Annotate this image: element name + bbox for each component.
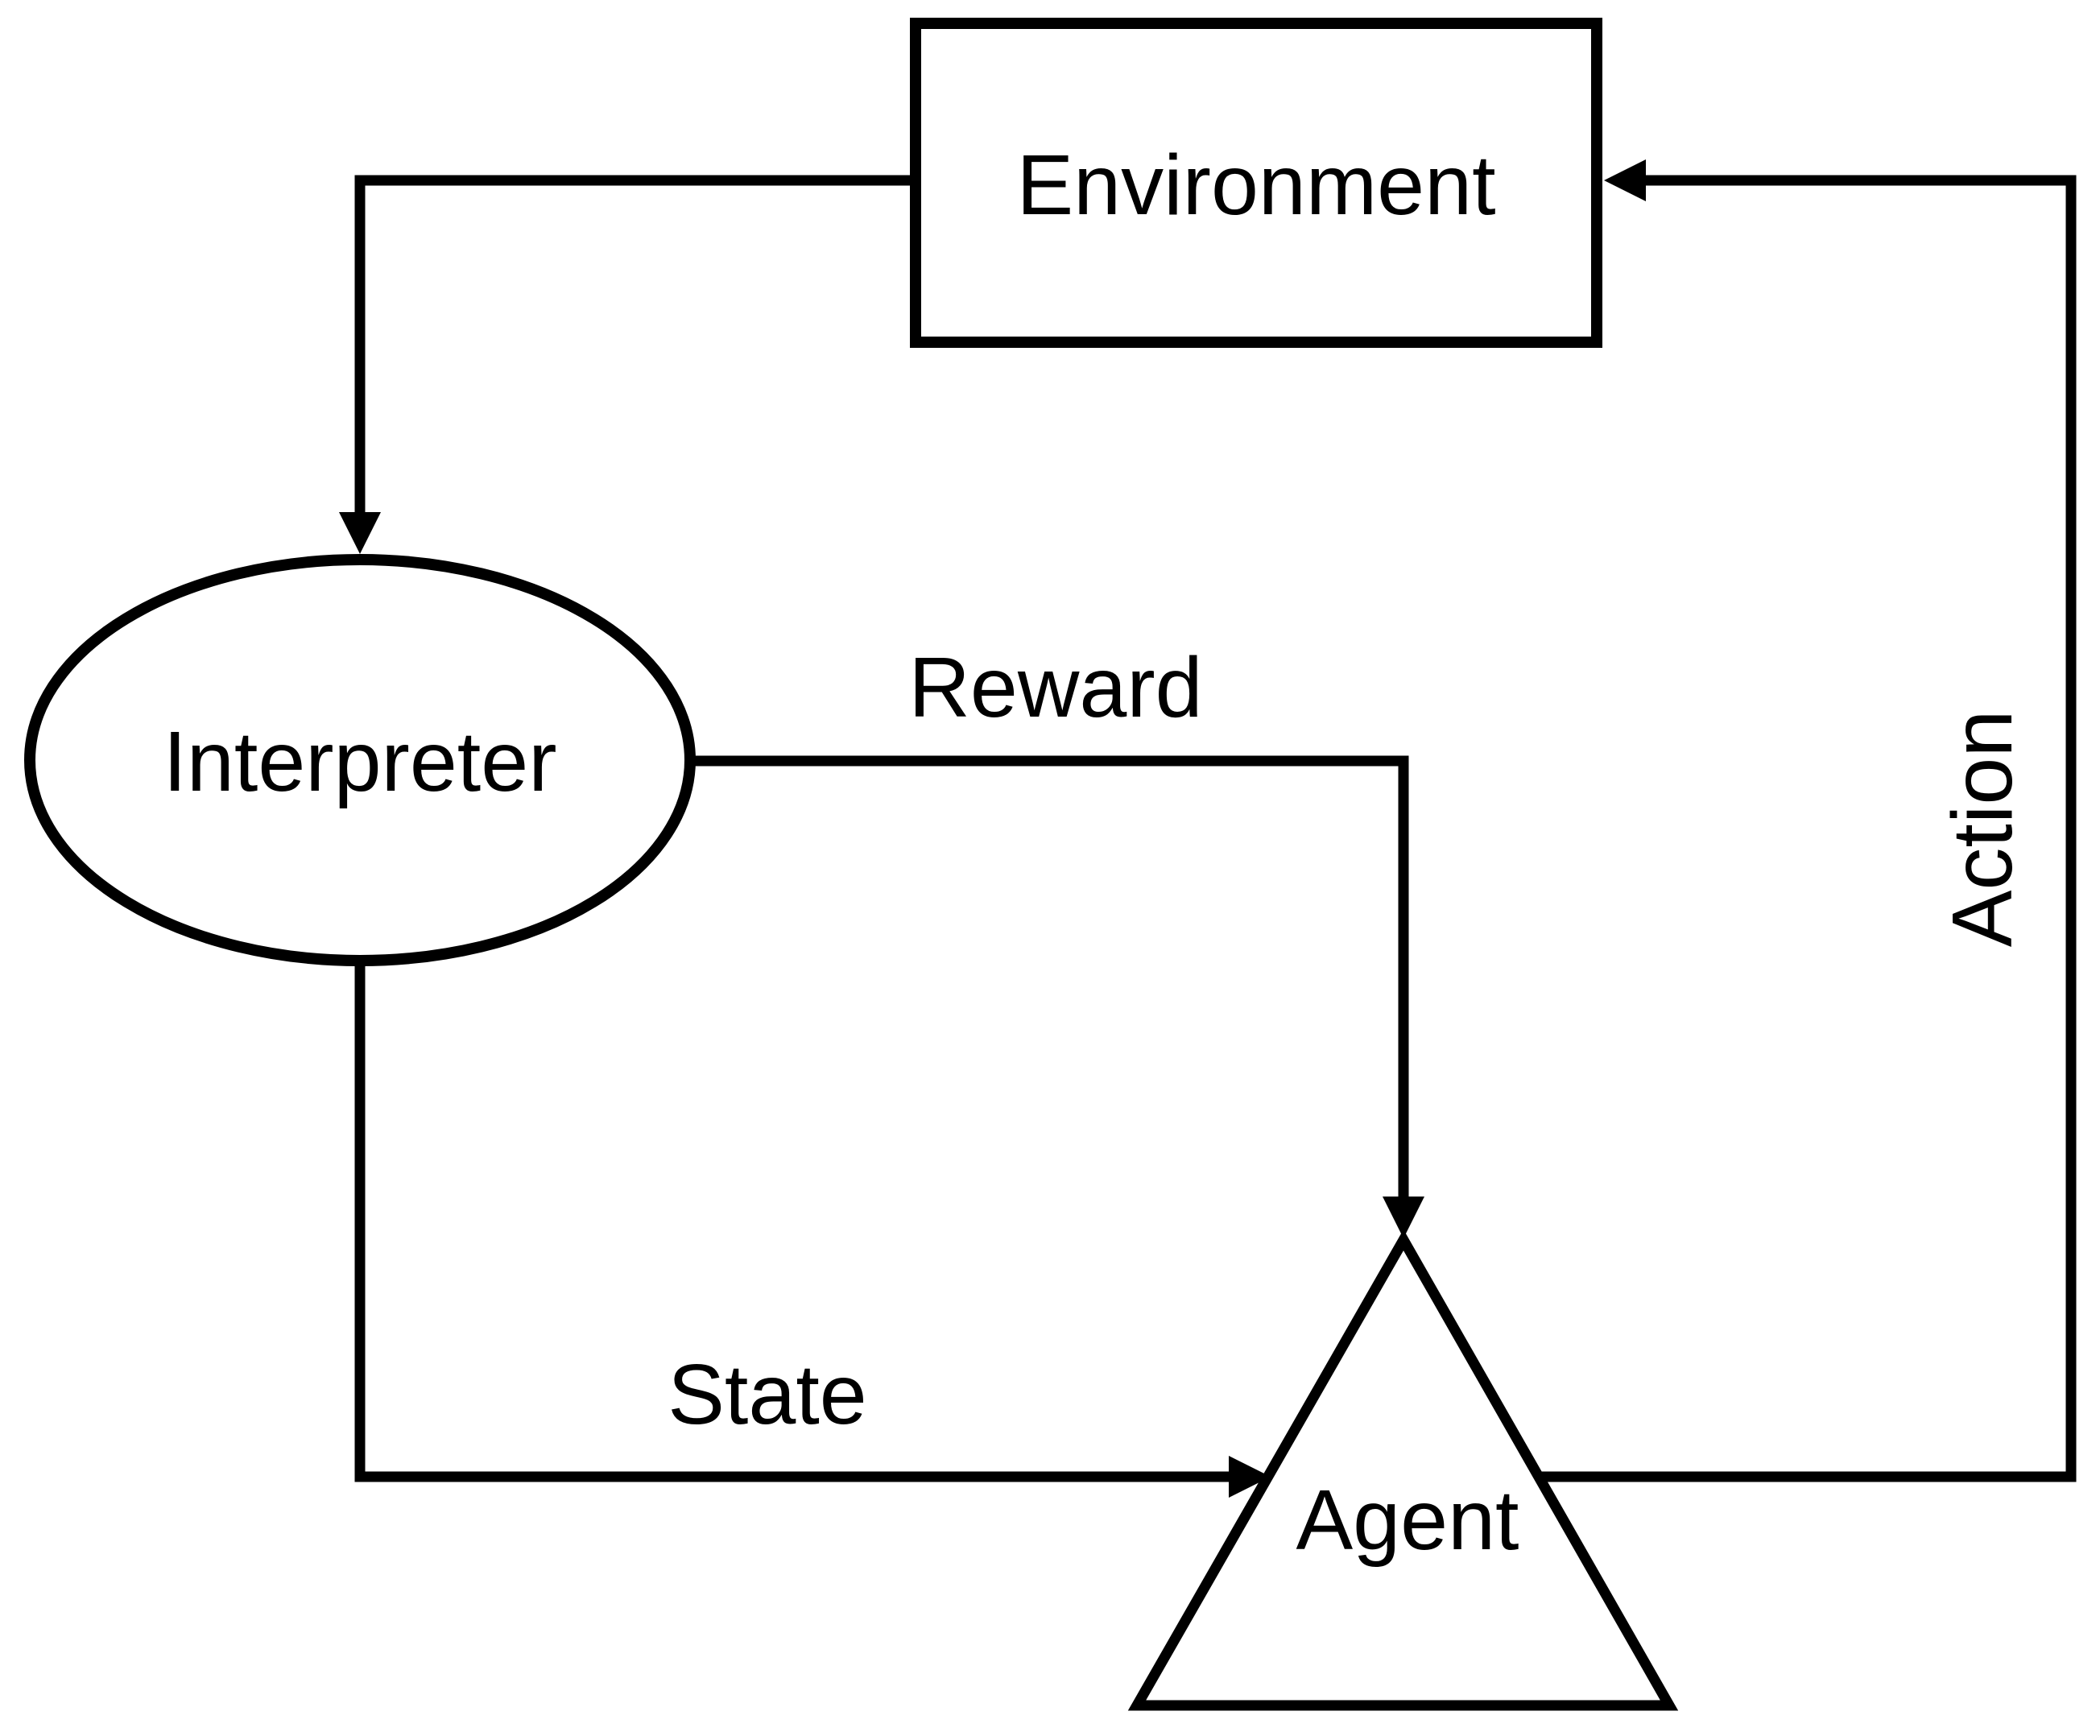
arrowhead-into-agent-apex-icon — [1383, 1197, 1424, 1238]
edge-state-line — [354, 963, 1234, 1482]
edge-environment-to-interpreter — [339, 175, 910, 554]
edge-reward — [692, 755, 1424, 1238]
edge-reward-line — [692, 755, 1409, 1206]
interpreter-ellipse — [24, 554, 696, 966]
node-agent: Agent — [1127, 1229, 1679, 1711]
arrowhead-into-interpreter-icon — [339, 512, 381, 554]
edge-action-line — [1536, 175, 2077, 1482]
node-environment: Environment — [910, 18, 1602, 348]
reward-edge-label: Reward — [908, 640, 1202, 735]
action-edge-label: Action — [1935, 710, 2030, 948]
edge-action — [1536, 159, 2077, 1482]
interpreter-label: Interpreter — [163, 714, 556, 809]
arrowhead-into-agent-left-icon — [1229, 1456, 1271, 1498]
environment-label: Environment — [1016, 138, 1495, 233]
arrowhead-into-environment-icon — [1604, 159, 1646, 201]
edge-state — [354, 963, 1271, 1498]
environment-box — [910, 18, 1602, 348]
edge-environment-to-interpreter-line — [354, 175, 910, 522]
agent-label: Agent — [1296, 1473, 1519, 1568]
node-interpreter: Interpreter — [24, 554, 696, 966]
agent-triangle — [1127, 1229, 1679, 1711]
state-edge-label: State — [668, 1347, 867, 1442]
